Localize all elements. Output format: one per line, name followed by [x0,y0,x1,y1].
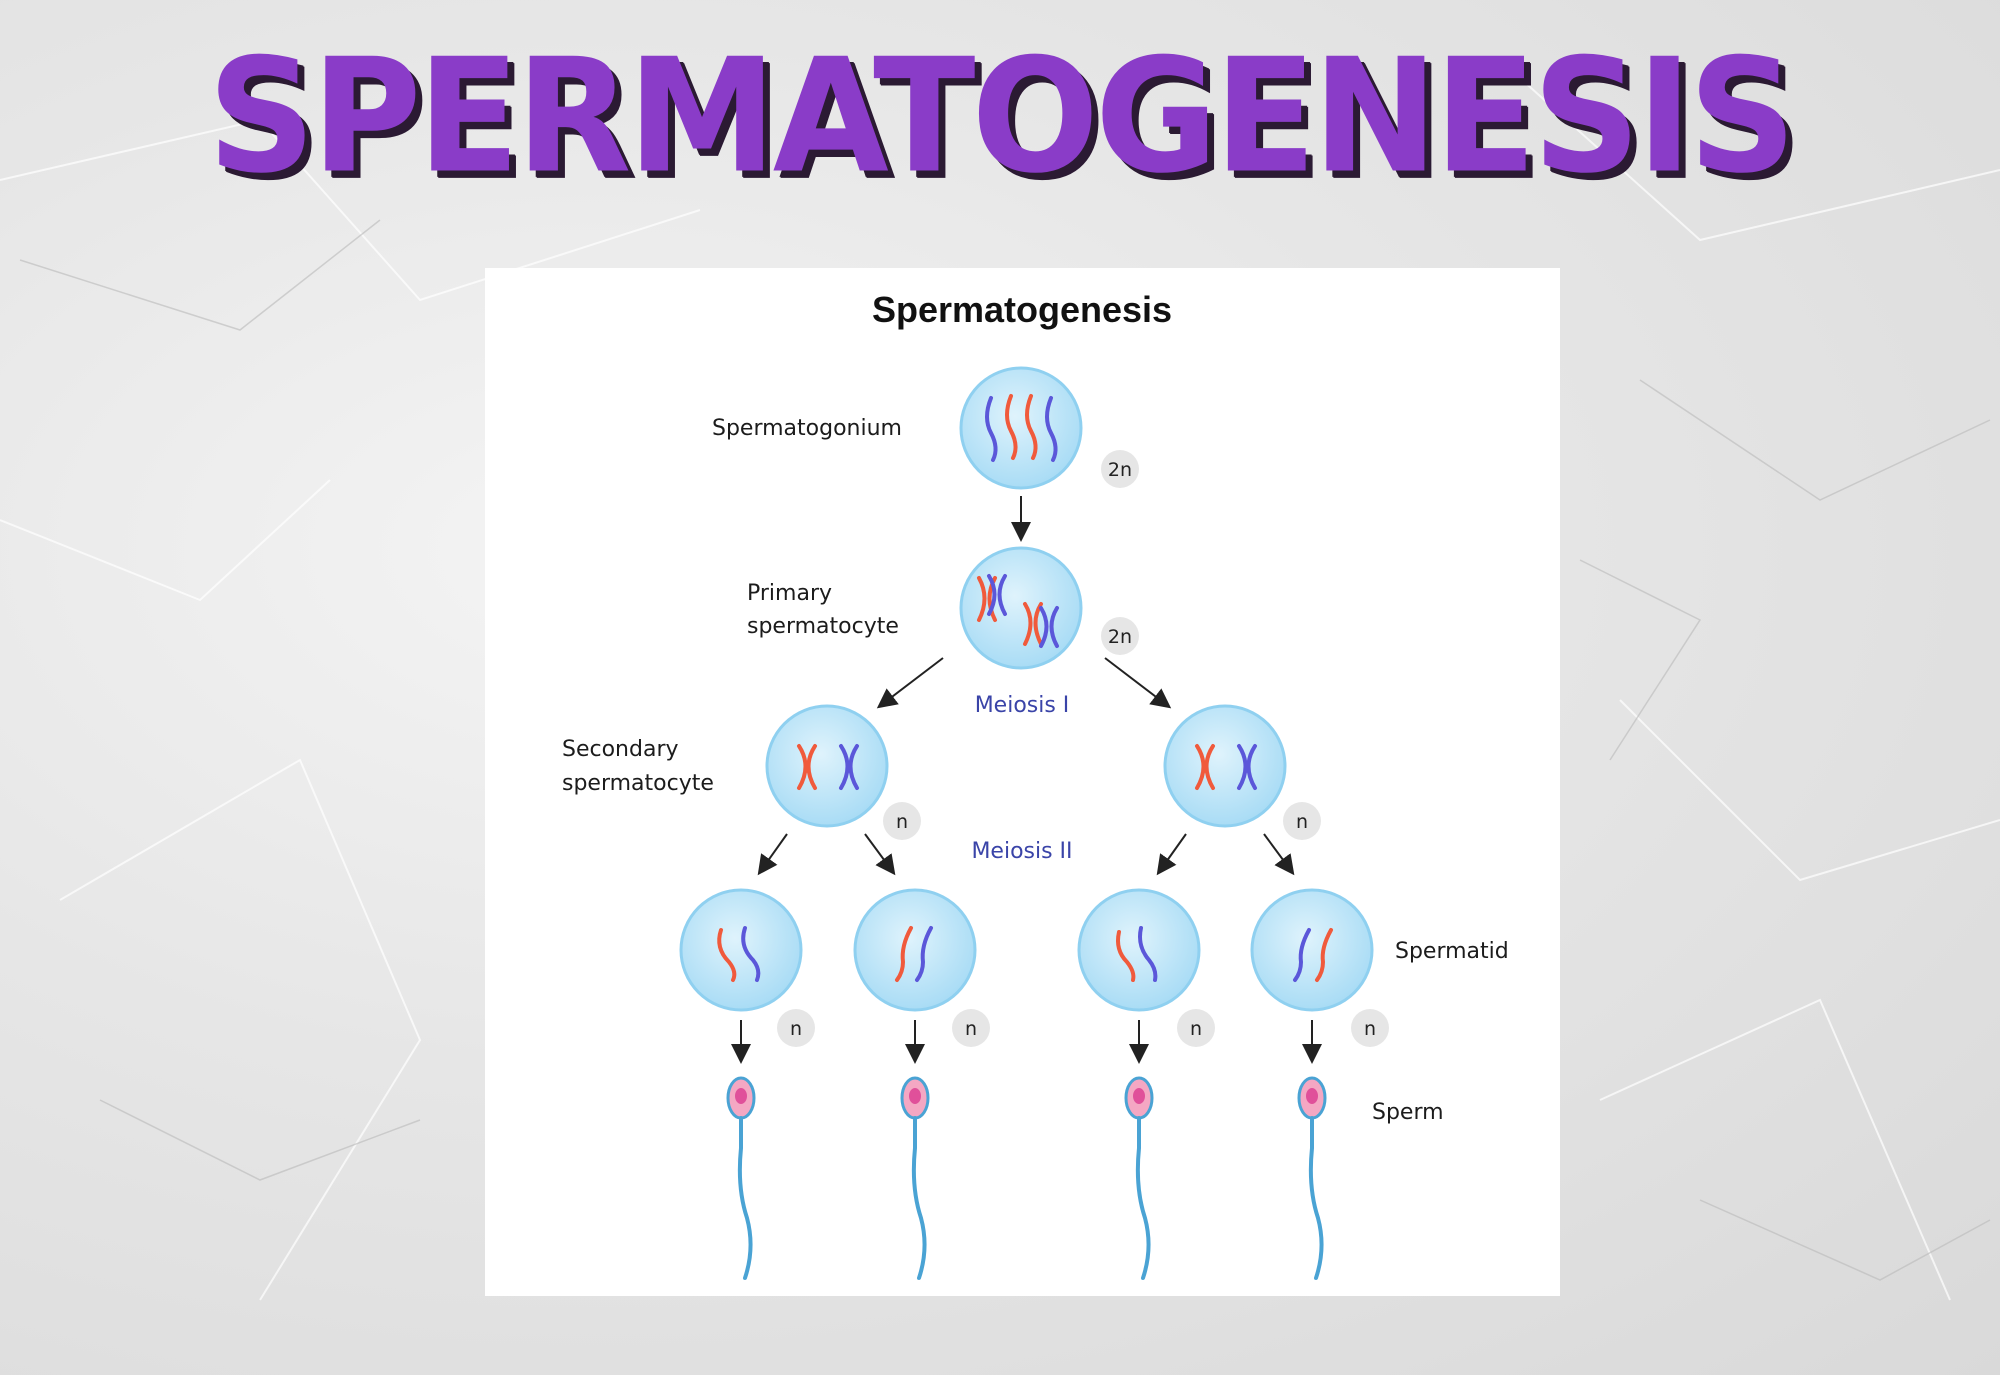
arrow-secondary-right-to-spermatid-3 [1156,833,1187,876]
svg-text:n: n [1364,1018,1376,1040]
arrow-secondary-left-to-spermatid-2 [864,833,896,876]
cell-spermatid-1 [679,888,803,1012]
label-primary-line1: Primary [747,581,832,606]
arrow-primary-to-secondary-right [1104,657,1172,709]
ploidy-badge-primary: 2n [1101,617,1139,655]
page-title: SPERMATOGENESIS [207,25,1797,209]
label-primary-line2: spermatocyte [747,614,899,639]
label-spermatid: Spermatid [1395,939,1509,964]
cell-primary-spermatocyte [959,546,1083,670]
spermatogenesis-diagram: Spermatogenesis Spermatogonium Primary s… [562,289,1509,1280]
diagram-card: Spermatogenesis Spermatogonium Primary s… [485,268,1560,1296]
svg-text:n: n [790,1018,802,1040]
ploidy-badge-spermatid-1: n [777,1009,815,1047]
cell-spermatogonium [959,366,1083,490]
arrow-secondary-right-to-spermatid-4 [1263,833,1295,876]
cell-spermatid-2 [853,888,977,1012]
sperm-1 [726,1076,756,1280]
cell-secondary-spermatocyte-right [1163,704,1287,828]
ploidy-badge-secondary-right: n [1283,802,1321,840]
cell-spermatid-3 [1077,888,1201,1012]
arrows [731,496,1322,1064]
label-meiosis-2: Meiosis II [971,839,1072,864]
sperm-4 [1297,1076,1327,1280]
svg-text:2n: 2n [1108,626,1132,648]
label-secondary-line2: spermatocyte [562,771,714,796]
ploidy-badge-spermatid-4: n [1351,1009,1389,1047]
label-spermatogonium: Spermatogonium [712,416,902,441]
ploidy-badge-spermatid-2: n [952,1009,990,1047]
arrow-primary-to-secondary-left [876,657,944,709]
svg-text:n: n [1296,811,1308,833]
arrow-secondary-left-to-spermatid-1 [757,833,788,876]
ploidy-badge-secondary-left: n [883,802,921,840]
cell-secondary-spermatocyte-left [765,704,889,828]
sperm-2 [900,1076,930,1280]
svg-text:n: n [896,811,908,833]
ploidy-badge-spermatid-3: n [1177,1009,1215,1047]
cell-spermatid-4 [1250,888,1374,1012]
label-secondary-line1: Secondary [562,737,679,762]
svg-text:n: n [1190,1018,1202,1040]
sperm-3 [1124,1076,1154,1280]
svg-text:2n: 2n [1108,459,1132,481]
ploidy-badge-spermatogonium: 2n [1101,450,1139,488]
label-meiosis-1: Meiosis I [975,693,1070,718]
diagram-title: Spermatogenesis [872,289,1172,330]
label-sperm: Sperm [1372,1100,1444,1125]
svg-text:n: n [965,1018,977,1040]
